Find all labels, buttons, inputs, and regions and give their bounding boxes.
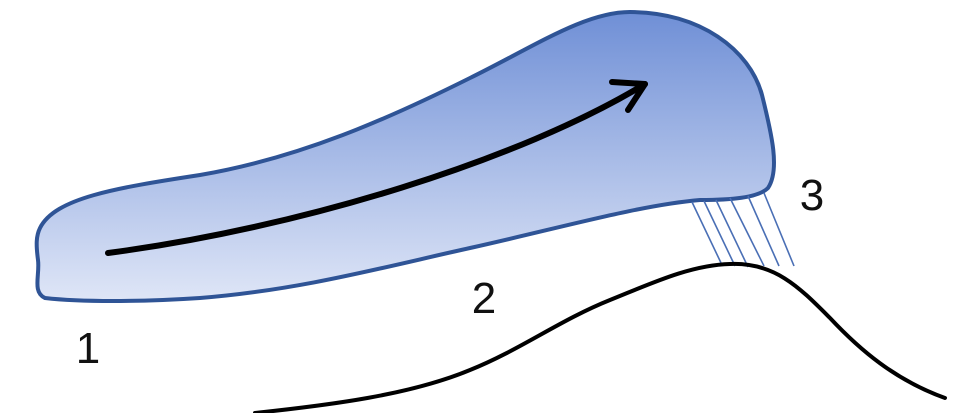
thin-line <box>747 195 780 267</box>
label-3: 3 <box>800 171 824 220</box>
arrow-head <box>609 79 648 113</box>
thin-line <box>715 199 749 268</box>
thin-line <box>703 200 736 267</box>
hill-line <box>253 261 947 413</box>
blue-shape <box>34 9 776 303</box>
thin-line <box>691 201 723 266</box>
thin-line <box>763 192 795 267</box>
curved-arrow <box>105 81 648 256</box>
thin-lines-group <box>691 192 795 268</box>
thin-line <box>729 197 765 267</box>
label-2: 2 <box>472 274 496 323</box>
label-1: 1 <box>76 324 100 373</box>
